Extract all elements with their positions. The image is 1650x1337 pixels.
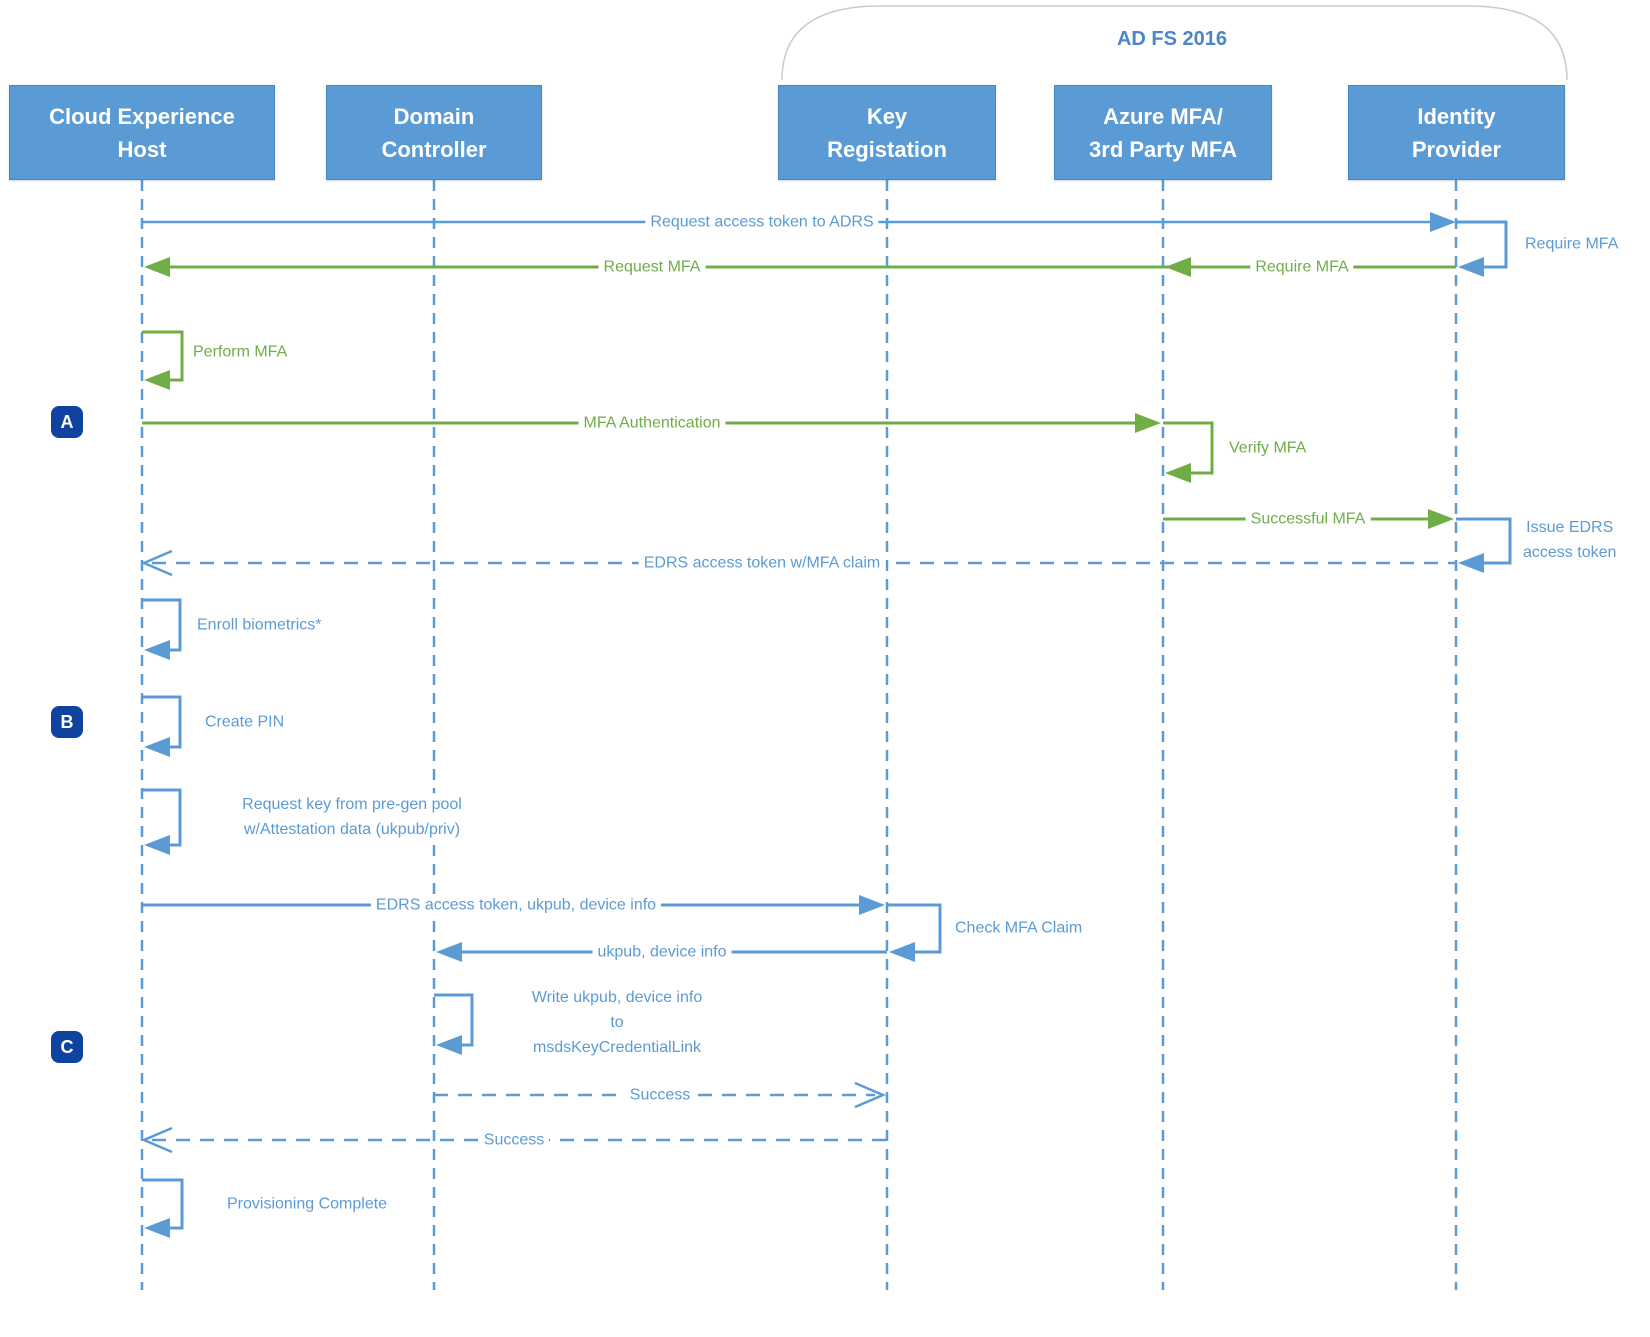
loop-request-key — [142, 788, 182, 847]
label-enroll-biometrics: Enroll biometrics* — [192, 615, 327, 635]
arrowhead-mfa-authentication — [1135, 413, 1161, 433]
label-write-ukpub: Write ukpub, device info to msdsKeyCrede… — [526, 985, 708, 1061]
loop-enroll-biometrics — [142, 598, 182, 652]
label-request-key: Request key from pre-gen pool w/Attestat… — [237, 793, 467, 843]
actor-label: 3rd Party MFA — [1089, 136, 1237, 162]
arrowhead-edrs-token-claim — [140, 549, 173, 577]
label-provisioning-complete: Provisioning Complete — [222, 1194, 393, 1214]
label-verify-mfa: Verify MFA — [1224, 438, 1312, 458]
arrowhead-ukpub-device-info — [436, 942, 462, 962]
arrowhead-enroll-biometrics — [144, 640, 170, 660]
arrowhead-create-pin — [144, 737, 170, 757]
label-success-dc: Success — [624, 1085, 696, 1105]
loop-write-ukpub — [434, 993, 474, 1047]
actor-identity-provider: Identity Provider — [1348, 85, 1565, 180]
actor-label: Azure MFA/ — [1103, 103, 1223, 129]
actor-label: Host — [117, 136, 167, 162]
loop-create-pin — [142, 695, 182, 749]
loop-provisioning-complete — [142, 1178, 184, 1230]
label-request-mfa: Request MFA — [598, 257, 706, 277]
step-badge-a: A — [51, 406, 83, 438]
actor-label: Key — [866, 103, 908, 129]
label-issue-edrs-line2: access token — [1523, 544, 1617, 561]
actor-domain-controller: Domain Controller — [326, 85, 542, 180]
label-require-mfa-self: Require MFA — [1520, 234, 1624, 254]
arrowhead-edrs-token-ukpub — [859, 895, 885, 915]
label-request-key-line2: w/Attestation data (ukpub/priv) — [243, 821, 461, 838]
actor-label: Provider — [1411, 136, 1502, 162]
actor-label: Domain — [393, 103, 475, 129]
label-write-ukpub-line2: to — [610, 1013, 624, 1031]
arrowhead-verify-mfa — [1165, 463, 1191, 483]
label-mfa-authentication: MFA Authentication — [578, 413, 726, 433]
adfs-group-label: AD FS 2016 — [1116, 28, 1228, 50]
arrowhead-perform-mfa — [144, 370, 170, 390]
arrowhead-request-access-token — [1430, 212, 1456, 232]
arrowhead-successful-mfa — [1428, 509, 1454, 529]
label-edrs-token-claim: EDRS access token w/MFA claim — [638, 553, 886, 573]
label-ukpub-device-info: ukpub, device info — [592, 942, 732, 962]
loop-perform-mfa — [142, 330, 184, 382]
step-badge-b: B — [51, 706, 83, 738]
arrowhead-request-key — [144, 835, 170, 855]
step-badge-c: C — [51, 1031, 83, 1063]
loop-verify-mfa — [1163, 421, 1214, 475]
label-check-mfa-claim: Check MFA Claim — [950, 918, 1088, 938]
label-perform-mfa: Perform MFA — [188, 342, 293, 362]
label-require-mfa: Require MFA — [1250, 257, 1354, 277]
loop-issue-edrs — [1456, 517, 1512, 565]
actor-label: Cloud Experience — [49, 103, 235, 129]
actor-label: Controller — [381, 136, 487, 162]
label-successful-mfa: Successful MFA — [1245, 509, 1371, 529]
arrowhead-check-mfa-claim — [889, 942, 915, 962]
actor-key-registation: Key Registation — [778, 85, 996, 180]
arrowhead-issue-edrs — [1458, 553, 1484, 573]
arrowhead-require-mfa — [1165, 257, 1191, 277]
arrowhead-success-kr — [140, 1126, 173, 1154]
arrowhead-require-mfa-self — [1458, 257, 1484, 277]
actor-label: Identity — [1417, 103, 1496, 129]
arrowhead-write-ukpub — [436, 1035, 462, 1055]
actor-label: Registation — [827, 136, 947, 162]
label-create-pin: Create PIN — [200, 712, 290, 732]
actor-cloud-experience-host: Cloud Experience Host — [9, 85, 275, 180]
actor-azure-mfa: Azure MFA/ 3rd Party MFA — [1054, 85, 1272, 180]
label-edrs-token-ukpub: EDRS access token, ukpub, device info — [370, 895, 662, 915]
arrowhead-request-mfa — [144, 257, 170, 277]
arrowhead-provisioning-complete — [144, 1218, 170, 1238]
label-write-ukpub-line3: msdsKeyCredentialLink — [532, 1038, 702, 1056]
label-request-key-line1: Request key from pre-gen pool — [242, 796, 462, 814]
label-issue-edrs: Issue EDRS access token — [1518, 516, 1622, 566]
label-write-ukpub-line1: Write ukpub, device info — [531, 988, 703, 1006]
loop-check-mfa-claim — [887, 903, 942, 954]
adfs-group-bracket — [781, 5, 1568, 81]
loop-require-mfa-self — [1456, 220, 1508, 269]
label-issue-edrs-line1: Issue EDRS — [1526, 519, 1614, 537]
arrowhead-success-dc — [854, 1081, 887, 1109]
label-request-access-token: Request access token to ADRS — [645, 212, 879, 232]
label-success-kr: Success — [478, 1130, 550, 1150]
